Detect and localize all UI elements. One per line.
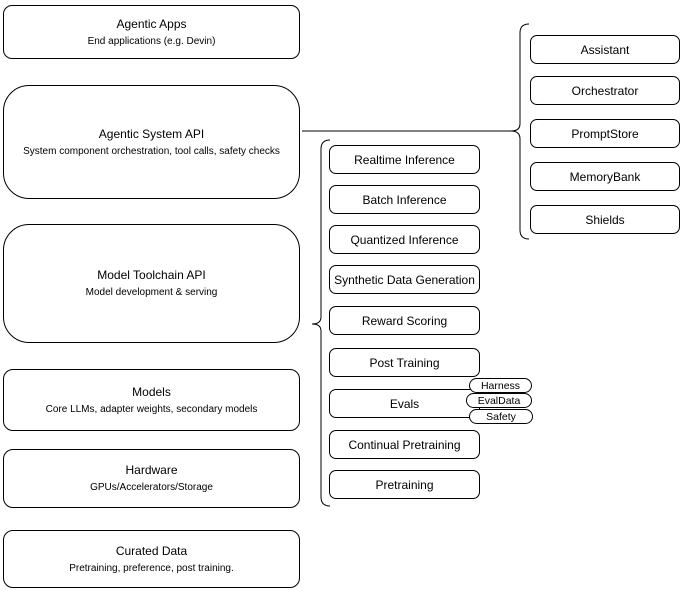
service-quantized-inference: Quantized Inference xyxy=(329,225,480,254)
node-subtitle: GPUs/Accelerators/Storage xyxy=(90,482,213,493)
service-continual-pretraining: Continual Pretraining xyxy=(329,430,480,459)
service-pretraining: Pretraining xyxy=(329,470,480,499)
system-brace xyxy=(510,23,530,240)
component-promptstore: PromptStore xyxy=(530,119,680,148)
service-post-training: Post Training xyxy=(329,348,480,377)
component-memorybank: MemoryBank xyxy=(530,162,680,191)
node-title: Model Toolchain API xyxy=(97,268,206,282)
node-title: Models xyxy=(132,384,171,399)
component-orchestrator: Orchestrator xyxy=(530,76,680,105)
service-realtime-inference: Realtime Inference xyxy=(329,145,480,174)
node-model-toolchain-api: Model Toolchain API Model development & … xyxy=(3,224,300,343)
node-title: Agentic System API xyxy=(98,126,205,141)
eval-tag-evaldata: EvalData xyxy=(466,393,532,408)
service-synthetic-data-generation: Synthetic Data Generation xyxy=(329,265,480,294)
eval-tag-safety: Safety xyxy=(469,409,533,424)
component-assistant: Assistant xyxy=(530,35,680,64)
component-shields: Shields xyxy=(530,205,680,234)
node-subtitle: Core LLMs, adapter weights, secondary mo… xyxy=(45,403,258,415)
toolchain-brace xyxy=(311,139,331,507)
node-subtitle: Model development & serving xyxy=(85,287,218,298)
eval-tag-harness: Harness xyxy=(469,378,532,393)
node-agentic-apps: Agentic Apps End applications (e.g. Devi… xyxy=(3,5,300,59)
node-title: Hardware xyxy=(125,463,178,477)
node-subtitle: System component orchestration, tool cal… xyxy=(23,145,280,157)
node-title: Agentic Apps xyxy=(116,16,187,31)
service-batch-inference: Batch Inference xyxy=(329,185,480,214)
node-models: Models Core LLMs, adapter weights, secon… xyxy=(3,369,300,431)
node-subtitle: End applications (e.g. Devin) xyxy=(87,35,216,47)
service-evals: Evals xyxy=(329,389,480,418)
node-agentic-system-api: Agentic System API System component orch… xyxy=(3,85,300,199)
node-curated-data: Curated Data Pretraining, preference, po… xyxy=(3,530,300,588)
service-reward-scoring: Reward Scoring xyxy=(329,306,480,335)
node-subtitle: Pretraining, preference, post training. xyxy=(69,562,234,574)
node-title: Curated Data xyxy=(115,543,188,558)
node-hardware: Hardware GPUs/Accelerators/Storage xyxy=(3,449,300,508)
